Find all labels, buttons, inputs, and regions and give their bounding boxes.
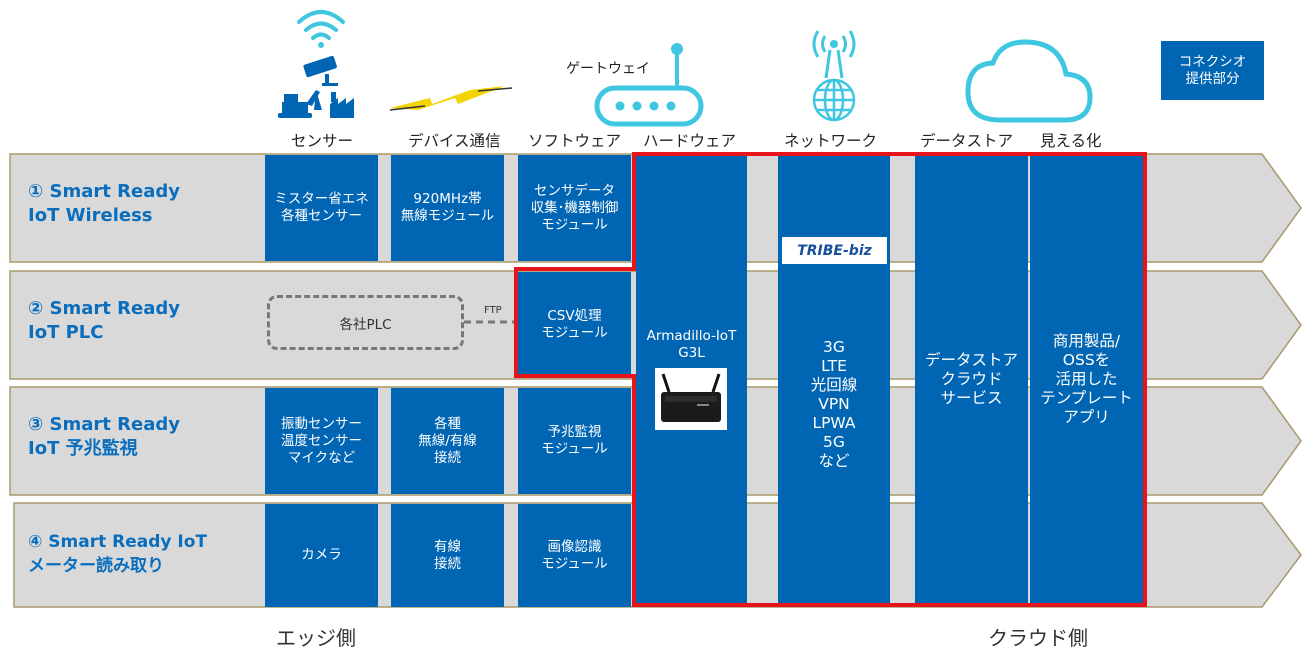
row4-comm-box: 有線 接続: [391, 504, 504, 607]
wifi-icon: [297, 10, 345, 48]
plc-label: 各社PLC: [339, 316, 392, 333]
lightning-icon: [390, 86, 505, 110]
row1-comm-box: 920MHz帯 無線モジュール: [391, 155, 504, 261]
tribe-biz-logo: TRIBE-biz: [782, 237, 887, 264]
header-datastore: データストア: [920, 132, 1014, 150]
legend-connexio: コネクシオ 提供部分: [1161, 41, 1264, 100]
row3-sensor-box: 振動センサー 温度センサー マイクなど: [265, 388, 378, 494]
router-icon: [594, 43, 704, 127]
header-software: ソフトウェア: [528, 132, 622, 150]
footer-cloud: クラウド側: [988, 626, 1088, 650]
hardware-label: Armadillo-IoT G3L: [646, 328, 737, 361]
network-label: 3G LTE 光回線 VPN LPWA 5G など: [810, 338, 858, 470]
camera-icon: [303, 55, 338, 86]
row2-software-box: CSV処理 モジュール: [518, 272, 631, 378]
row3-comm-box: 各種 無線/有線 接続: [391, 388, 504, 494]
row4-sensor-box: カメラ: [265, 504, 378, 607]
row-label-3: ③ Smart Ready IoT 予兆監視: [28, 414, 180, 459]
row1-software-box: センサデータ 収集･機器制御 モジュール: [518, 155, 631, 261]
cloud-icon: [965, 39, 1093, 123]
row4-software-box: 画像認識 モジュール: [518, 504, 631, 607]
globe-icon: [812, 78, 856, 122]
ftp-label: FTP: [484, 305, 502, 316]
row3-software-box: 予兆監視 モジュール: [518, 388, 631, 494]
header-network: ネットワーク: [784, 132, 878, 150]
network-column: 3G LTE 光回線 VPN LPWA 5G など: [778, 155, 890, 604]
gateway-label: ゲートウェイ: [566, 61, 650, 77]
row-label-4: ④ Smart Ready IoT メーター読み取り: [28, 532, 208, 576]
datastore-column: データストア クラウド サービス: [915, 155, 1028, 604]
armadillo-device-image: [655, 368, 728, 430]
footer-edge: エッジ側: [276, 626, 356, 650]
hardware-column: Armadillo-IoT G3L: [636, 155, 747, 604]
top-icons: [278, 10, 1093, 127]
header-device-comm: デバイス通信: [408, 132, 501, 150]
plc-dashed-box: 各社PLC: [267, 295, 464, 350]
excavator-icon: [278, 90, 322, 118]
row-label-1: ① Smart Ready IoT Wireless: [28, 181, 180, 226]
header-sensor: センサー: [291, 132, 354, 150]
header-hardware: ハードウェア: [643, 132, 737, 150]
row1-sensor-box: ミスター省エネ 各種センサー: [265, 155, 378, 261]
factory-icon: [330, 92, 354, 118]
row-label-2: ② Smart Ready IoT PLC: [28, 298, 180, 343]
antenna-tower-icon: [812, 30, 856, 79]
header-visualization: 見える化: [1040, 132, 1102, 150]
visualization-column: 商用製品/ OSSを 活用した テンプレート アプリ: [1030, 155, 1143, 604]
